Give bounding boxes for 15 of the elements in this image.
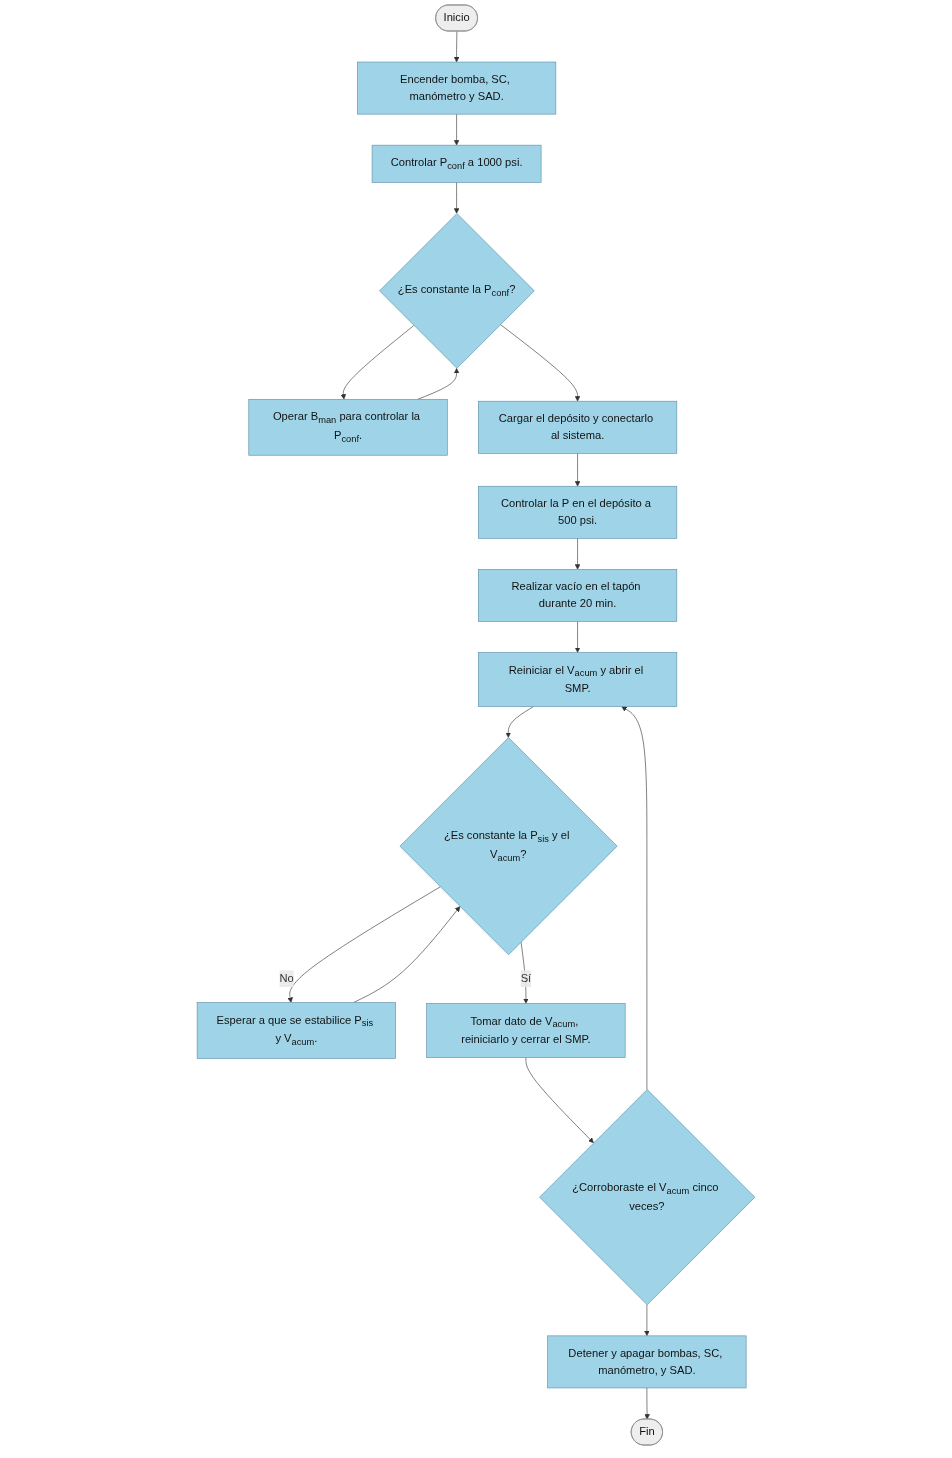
node-box: Operar B$_{man}$ para controlar la P$_{conf}$. [248, 398, 448, 456]
node-diamond: ¿Es constante la P$_{conf}$? [379, 213, 535, 369]
edge-label: Sí [520, 972, 532, 985]
node-box: Controlar P$_{conf}$ a 1000 psi. [371, 144, 542, 183]
node-box: Encender bomba, SC, manómetro y SAD. [357, 61, 557, 115]
edge-label: No [279, 972, 294, 985]
node-diamond: ¿Es constante la P$_{sis}$ y el V$_{acum}$? [399, 737, 618, 956]
node-box: Esperar a que se estabilice P$_{sis}$ y V$_{acum}$. [196, 1002, 396, 1059]
node-box: Controlar la P en el depósito a 500 psi. [478, 485, 678, 539]
node-box: Reiniciar el V$_{acum}$ y abrir el SMP. [478, 652, 678, 707]
node-diamond: ¿Corroboraste el V$_{acum}$ cinco veces? [539, 1089, 756, 1306]
node-box: Tomar dato de V$_{acum}$, reiniciarlo y cerrar el SMP. [426, 1003, 626, 1058]
node-box: Cargar el depósito y conectarlo al sistema. [478, 400, 678, 454]
node-box: Detener y apagar bombas, SC, manómetro, y SAD. [547, 1335, 747, 1389]
node-box: Realizar vacío en el tapón durante 20 min. [478, 569, 678, 622]
